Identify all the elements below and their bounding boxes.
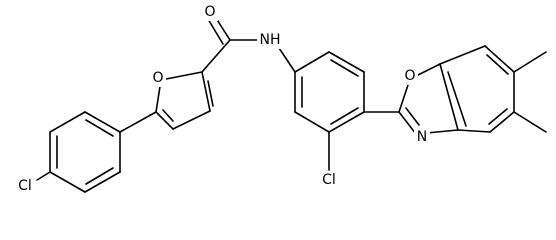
bond: [486, 54, 509, 75]
bond: [489, 111, 515, 133]
bond: [49, 111, 86, 133]
bond: [328, 111, 365, 133]
atom-label: O: [152, 70, 163, 86]
molecule-structure: O O NH O N Cl Cl: [14, 3, 547, 195]
bond-lines: [36, 14, 547, 193]
atom-amide-nh: NH: [257, 31, 283, 49]
bond: [36, 171, 51, 181]
atom-cl-phenyl: Cl: [14, 177, 36, 195]
atom-oxazole-n: N: [414, 128, 430, 146]
bond: [278, 47, 296, 73]
bond: [155, 111, 174, 130]
atom-furan-o: O: [150, 69, 166, 87]
bond: [84, 171, 121, 193]
bond: [294, 51, 330, 73]
bond: [207, 18, 224, 45]
bond: [330, 59, 359, 77]
bond: [162, 109, 174, 122]
bond: [85, 167, 114, 185]
bond: [201, 71, 211, 112]
bond: [84, 111, 121, 133]
bond: [49, 171, 86, 193]
atom-label: O: [404, 68, 415, 84]
atom-label: O: [204, 4, 215, 20]
bond: [207, 80, 214, 107]
bond: [513, 111, 547, 133]
bond: [405, 107, 420, 126]
atom-label: N: [417, 129, 427, 145]
bond: [328, 51, 365, 73]
bond: [457, 129, 491, 133]
bond: [201, 39, 231, 73]
atom-carbonyl-o: O: [202, 3, 218, 21]
bond: [172, 110, 211, 130]
bond: [484, 45, 515, 73]
bond: [488, 108, 508, 125]
bond: [294, 111, 330, 133]
bond: [119, 111, 157, 133]
bond: [330, 107, 359, 125]
bond: [85, 119, 114, 137]
bond: [398, 111, 417, 135]
bond: [160, 71, 203, 81]
atom-label: NH: [260, 32, 281, 48]
atom-label: Cl: [322, 172, 336, 188]
atom-label: Cl: [18, 178, 32, 194]
bond: [439, 45, 486, 65]
bond: [513, 51, 547, 73]
bond: [439, 63, 459, 131]
atom-labels: O O NH O N Cl Cl: [14, 3, 430, 195]
atom-cl-aryl: Cl: [318, 171, 340, 189]
bond: [447, 71, 467, 127]
atom-oxazole-o: O: [402, 67, 418, 85]
